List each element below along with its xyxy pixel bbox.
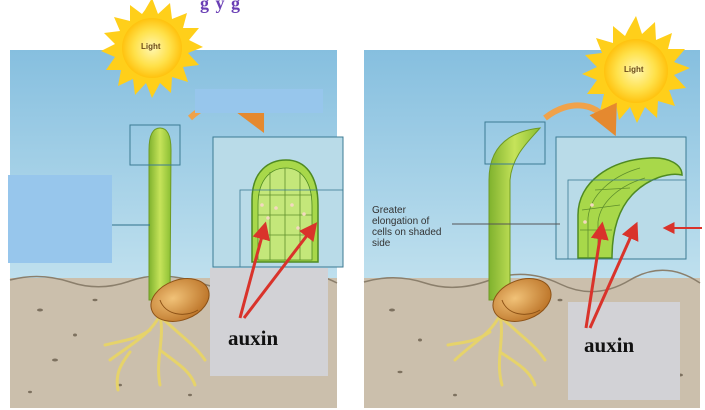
- left-panel: [8, 0, 343, 408]
- header-fragment: g y g: [200, 0, 241, 14]
- right-inset: [556, 137, 686, 259]
- left-inset: [213, 137, 343, 267]
- right-sun-label: Light: [624, 65, 644, 74]
- left-stem: [149, 128, 171, 300]
- left-auxin-label: auxin: [228, 326, 278, 351]
- left-overlay-top: [195, 89, 323, 113]
- left-sun-label: Light: [141, 42, 161, 51]
- shaded-side-callout: Greater elongation of cells on shaded si…: [372, 205, 452, 249]
- left-overlay-left: [8, 175, 112, 263]
- right-auxin-label: auxin: [584, 333, 634, 358]
